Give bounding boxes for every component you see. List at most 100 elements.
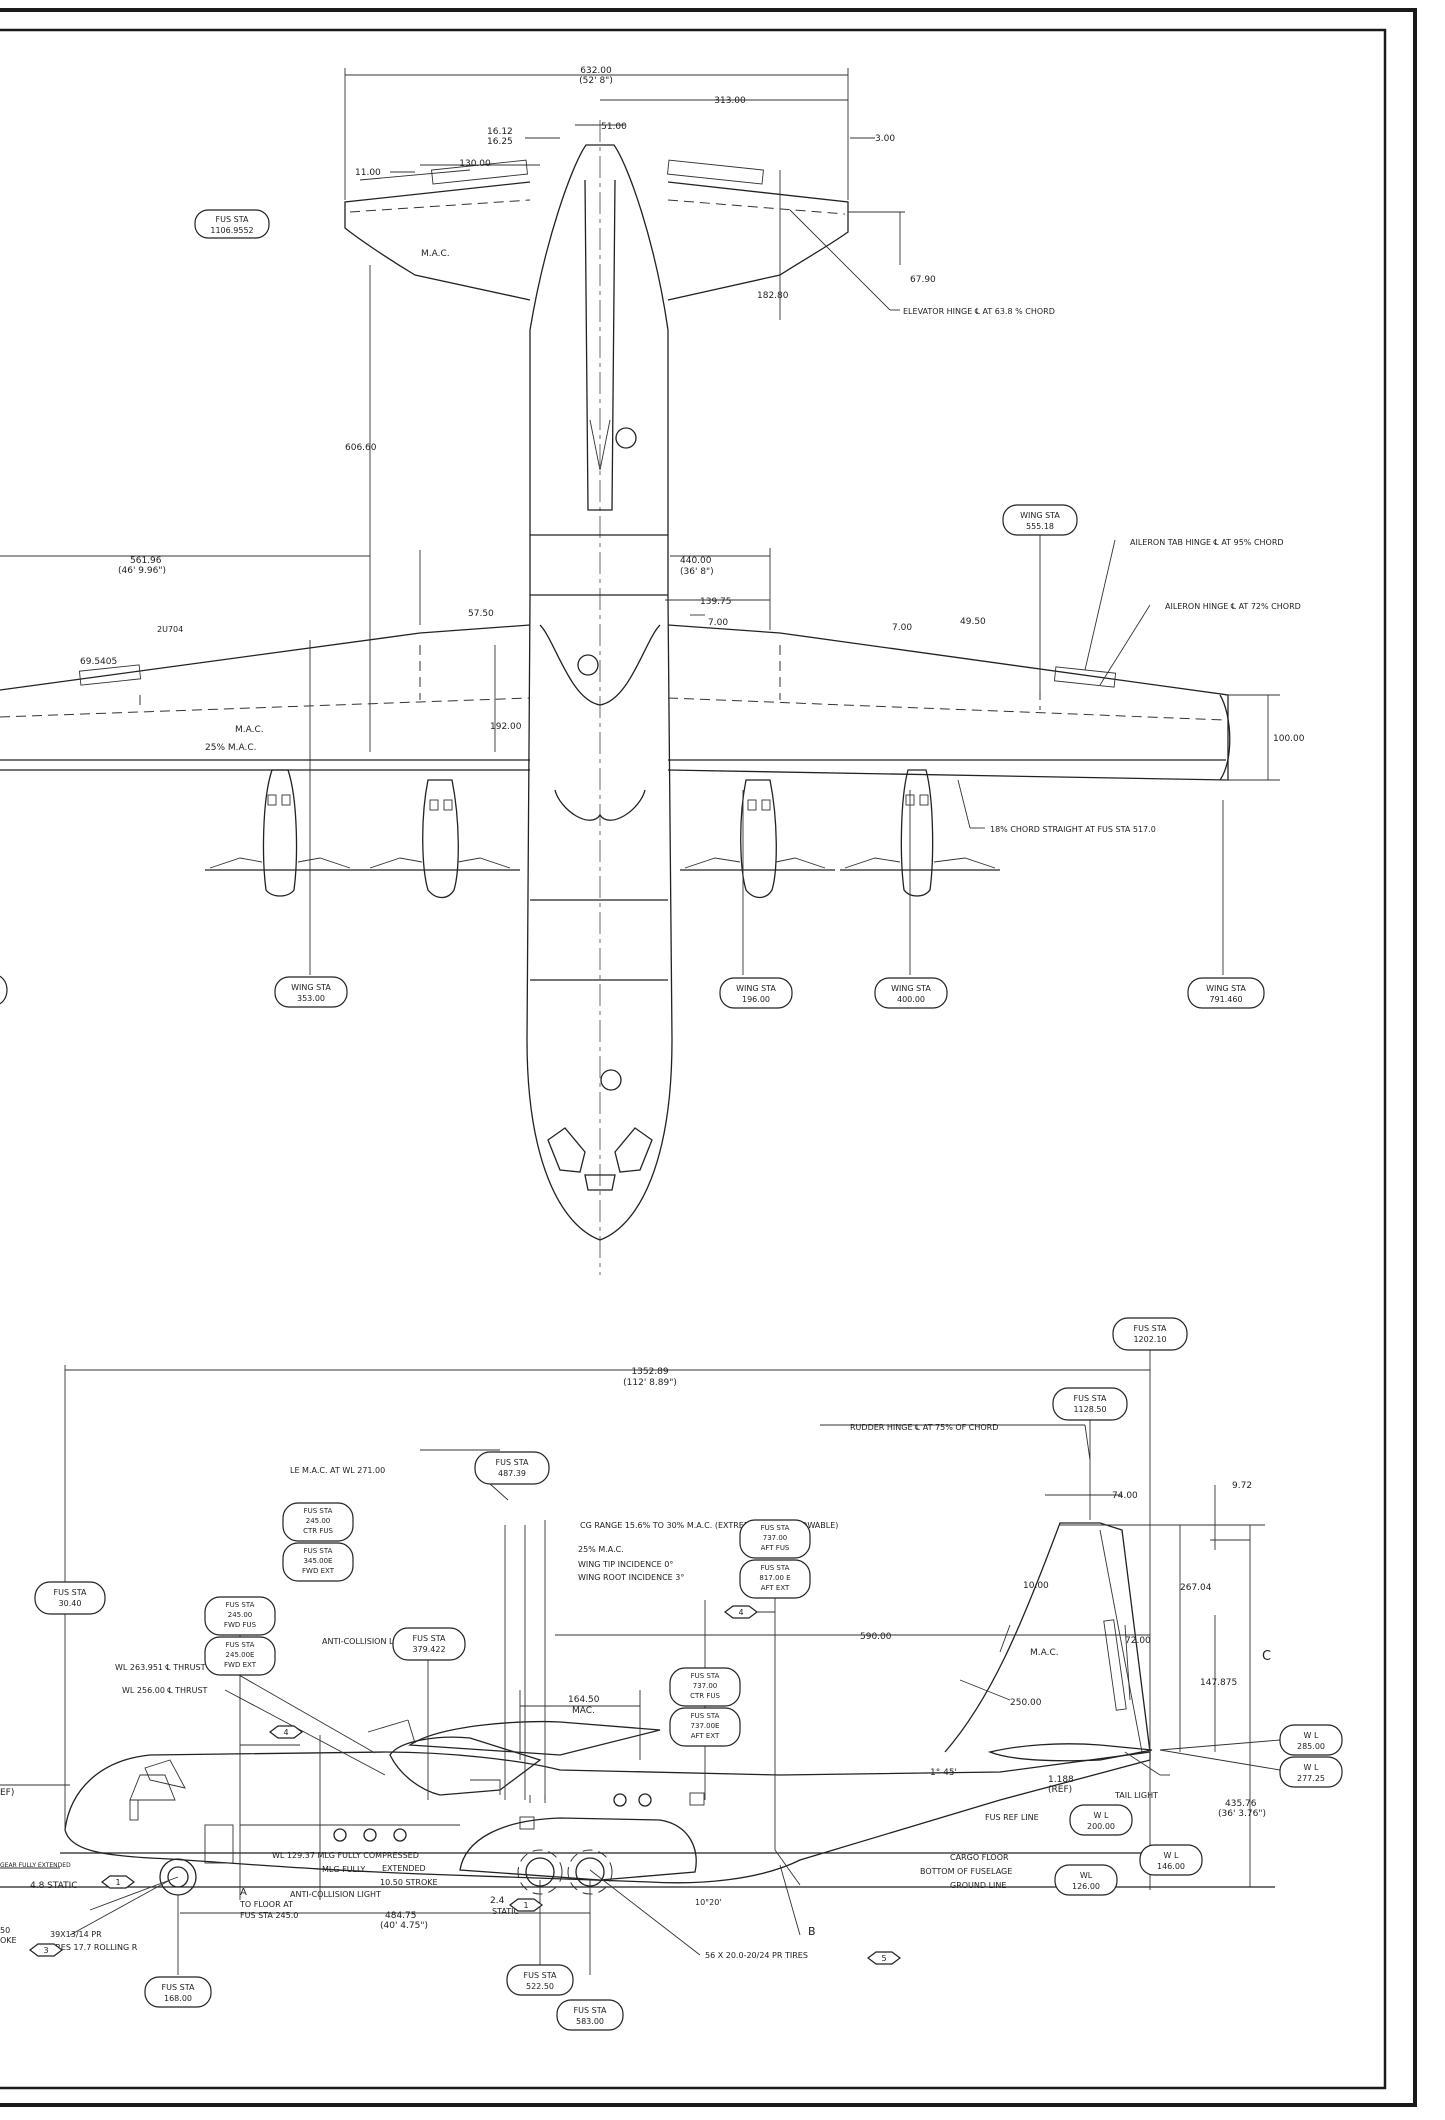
note-aileron-hinge: AILERON HINGE ℄ AT 72% CHORD — [1165, 602, 1301, 611]
svg-text:FWD FUS: FWD FUS — [224, 1621, 257, 1629]
label-a: A — [240, 1887, 247, 1898]
note-to-floor-sta: FUS STA 245.0 — [240, 1911, 298, 1920]
svg-text:FWD EXT: FWD EXT — [224, 1661, 257, 1669]
note-main-tires: 56 X 20.0-20/24 PR TIRES — [705, 1951, 808, 1960]
note-chord-straight: 18% CHORD STRAIGHT AT FUS STA 517.0 — [990, 825, 1156, 834]
svg-text:737.00E: 737.00E — [691, 1722, 720, 1730]
note-to-floor: TO FLOOR AT — [239, 1900, 293, 1909]
dim-182: 182.80 — [757, 291, 789, 301]
flag-4a: 4 — [269, 1725, 303, 1739]
bubble-fus-sta-379: FUS STA 379.422 — [392, 1627, 466, 1661]
plan-cockpit-windows — [547, 1127, 653, 1191]
bubble-fus-sta-30: FUS STA 30.40 — [34, 1581, 106, 1615]
dim-139-75: 139.75 — [700, 597, 732, 607]
svg-text:WING STA: WING STA — [736, 984, 776, 993]
svg-text:487.39: 487.39 — [498, 1469, 526, 1478]
dim-9-72: 9.72 — [1232, 1481, 1252, 1491]
svg-text:791.460: 791.460 — [1209, 995, 1242, 1004]
bubble-fus-sta-1128: FUS STA 1128.50 — [1052, 1387, 1128, 1421]
bubble-fus-sta-737e: FUS STA 737.00E AFT EXT — [669, 1707, 741, 1747]
svg-text:353.00: 353.00 — [297, 994, 325, 1003]
svg-text:285.00: 285.00 — [1297, 1742, 1325, 1751]
svg-text:1128.50: 1128.50 — [1073, 1405, 1106, 1414]
flag-3: 3 — [29, 1943, 63, 1957]
note-wl-256-thrust: WL 256.00 ℄ THRUST — [122, 1686, 208, 1695]
sheet-outer-border — [0, 8, 1417, 2107]
bubble-fus-sta-487: FUS STA 487.39 — [474, 1451, 550, 1485]
note-cg-range: CG RANGE 15.6% TO 30% M.A.C. (EXTREME LI… — [580, 1521, 838, 1530]
note-2-4: 2.4 — [490, 1896, 505, 1906]
svg-text:FUS STA: FUS STA — [54, 1588, 87, 1597]
note-aileron-tab-hinge: AILERON TAB HINGE ℄ AT 95% CHORD — [1130, 538, 1284, 547]
note-anti-collision-top: ANTI-COLLISION LIGHT — [322, 1637, 413, 1646]
svg-text:1: 1 — [523, 1901, 528, 1910]
svg-text:3: 3 — [43, 1946, 48, 1955]
dim-435: 435.76 — [1225, 1799, 1257, 1809]
svg-text:WING STA: WING STA — [891, 984, 931, 993]
dim-484-ft: (40' 4.75") — [380, 1921, 428, 1931]
note-mlg-fully: MLG FULLY — [322, 1865, 365, 1874]
label-c: C — [1262, 1649, 1271, 1664]
bubble-fus-sta-737-ctr: FUS STA 737.00 CTR FUS — [669, 1667, 741, 1707]
dim-1-188-ref: (REF) — [1048, 1785, 1072, 1795]
note-extended: EXTENDED — [382, 1864, 426, 1873]
svg-text:245.00: 245.00 — [306, 1517, 331, 1525]
svg-text:CTR FUS: CTR FUS — [690, 1692, 720, 1700]
svg-text:AFT EXT: AFT EXT — [691, 1732, 720, 1740]
svg-text:817.00 E: 817.00 E — [759, 1574, 790, 1582]
side-wing — [408, 1720, 661, 1756]
svg-text:FUS STA: FUS STA — [1074, 1394, 1107, 1403]
dim-tail-span: 632.00 — [580, 66, 612, 76]
dim-51: 51.00 — [601, 122, 627, 132]
dim-72: 72.00 — [1125, 1636, 1151, 1646]
plan-engine-1 — [205, 769, 365, 897]
svg-text:W L: W L — [1164, 1851, 1179, 1860]
bubble-fus-sta-345: FUS STA 345.00E FWD EXT — [282, 1542, 354, 1582]
svg-text:245.00E: 245.00E — [226, 1651, 255, 1659]
flag-1a: 1 — [101, 1875, 135, 1889]
plan-horizontal-stabilizer — [344, 181, 849, 301]
note-gear-extended: GEAR FULLY EXTENDED — [0, 1862, 71, 1869]
svg-text:583.00: 583.00 — [576, 2017, 604, 2026]
note-nose-tires: 39X13/14 PR — [50, 1930, 102, 1939]
flag-1b: 1 — [509, 1898, 543, 1912]
svg-text:FUS STA: FUS STA — [761, 1524, 790, 1532]
note-anti-collision-bottom: ANTI-COLLISION LIGHT — [290, 1890, 381, 1899]
svg-text:FUS STA: FUS STA — [1134, 1324, 1167, 1333]
plan-wing-outline — [0, 624, 1229, 781]
sheet-inner-border — [0, 28, 1387, 2090]
dim-57-50: 57.50 — [468, 609, 494, 619]
svg-text:FUS STA: FUS STA — [413, 1634, 446, 1643]
svg-text:WING STA: WING STA — [291, 983, 331, 992]
label-tail-mac: M.A.C. — [421, 249, 450, 259]
svg-text:W L: W L — [1304, 1731, 1319, 1740]
side-fuselage-outline — [64, 1751, 1151, 1884]
label-fin-mac: M.A.C. — [1030, 1648, 1059, 1658]
bubble-wing-sta-400: WING STA 400.00 — [874, 977, 948, 1009]
note-wing-root-incidence: WING ROOT INCIDENCE 3° — [578, 1573, 684, 1582]
svg-text:FUS STA: FUS STA — [162, 1983, 195, 1992]
dim-49-50: 49.50 — [960, 617, 986, 627]
note-10-50-stroke: 10.50 STROKE — [380, 1878, 438, 1887]
bubble-wl-126: WL 126.00 — [1054, 1864, 1118, 1896]
side-view: 1352.89 (112' 8.89") RUDDER HINGE ℄ AT 7… — [0, 1317, 1343, 2031]
bubble-wing-sta-196: WING STA 196.00 — [719, 977, 793, 1009]
label-b: B — [808, 1925, 816, 1938]
svg-text:FUS STA: FUS STA — [524, 1971, 557, 1980]
dim-484: 484.75 — [385, 1911, 417, 1921]
svg-text:AFT EXT: AFT EXT — [761, 1584, 790, 1592]
dim-164-50: 164.50 — [568, 1695, 600, 1705]
dim-561-ft: (46' 9.96") — [118, 566, 166, 576]
bubble-wl-146: W L 146.00 — [1139, 1844, 1203, 1876]
flag-5: 5 — [867, 1951, 901, 1965]
dim-tail-span-ft: (52' 8") — [579, 76, 613, 86]
svg-text:1202.10: 1202.10 — [1133, 1335, 1166, 1344]
note-tail-light: TAIL LIGHT — [1114, 1791, 1158, 1800]
note-nose-stroke-a: 50 — [0, 1926, 10, 1935]
svg-text:168.00: 168.00 — [164, 1994, 192, 2003]
dim-440-ft: (36' 8") — [680, 567, 714, 577]
bubble-wl-200: W L 200.00 — [1069, 1804, 1133, 1836]
svg-text:379.422: 379.422 — [412, 1645, 445, 1654]
dim-606: 606.60 — [345, 443, 377, 453]
side-horizontal-stabilizer — [987, 1743, 1153, 1762]
